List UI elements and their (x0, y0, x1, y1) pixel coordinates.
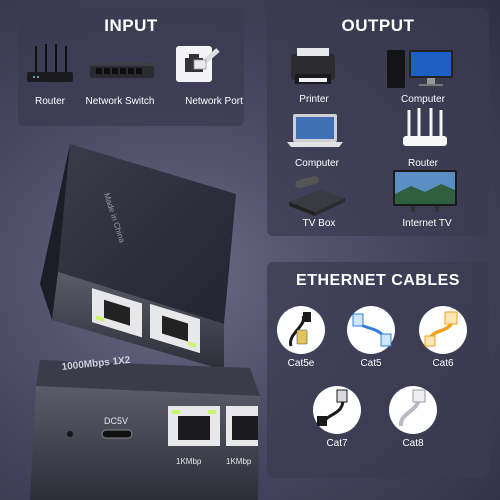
input-label-port: Network Port (185, 96, 243, 107)
printer-icon (291, 48, 335, 84)
cable-cat7-circle (313, 386, 361, 434)
laptop-icon (287, 114, 343, 147)
cable-label-cat5e: Cat5e (287, 358, 315, 369)
screw-left (67, 431, 73, 437)
cable-label-cat6: Cat6 (432, 358, 454, 369)
port-label-2: 1KMbp (226, 457, 252, 466)
power-label: DC5V (104, 416, 128, 426)
cable-cat5e-circle (277, 306, 325, 354)
cable-cat5-icon (352, 313, 392, 347)
cable-cat7-icon (317, 389, 348, 426)
output-label-printer: Printer (299, 94, 329, 105)
output-label-router: Router (407, 158, 439, 169)
cable-cat6-circle (419, 306, 467, 354)
upper-led (96, 315, 104, 322)
output-panel: OUTPUT Printer Computer Computer Router (267, 8, 489, 236)
ethernet-cables-panel: ETHERNET CABLES Cat5e Cat5 Cat6 Ca (267, 262, 489, 478)
output-label-tvbox: TV Box (302, 218, 336, 229)
tv-box-icon (289, 175, 345, 216)
router-icon (27, 44, 73, 82)
upper-splitter-box: Made in China (40, 144, 236, 370)
input-label-switch: Network Switch (85, 96, 155, 107)
cable-cat5e-icon (289, 312, 311, 347)
internet-tv-icon (393, 170, 457, 212)
port-label-1: 1KMbp (176, 457, 202, 466)
cable-cat5-circle (347, 306, 395, 354)
cable-label-cat8: Cat8 (402, 438, 424, 449)
usb-c-port (101, 429, 133, 439)
input-title: INPUT (104, 16, 158, 35)
lower-splitter-box: 1000Mbps 1X2 DC5V 1KMbp 1KMbp (30, 355, 260, 500)
cable-cat6-icon (424, 311, 458, 347)
network-port-icon (176, 46, 220, 82)
cables-title: ETHERNET CABLES (296, 272, 460, 289)
desktop-computer-icon (387, 50, 453, 88)
cable-cat8-circle (389, 386, 437, 434)
lower-led-1 (172, 410, 180, 414)
ethernet-splitter-illustration: Made in China 1000Mbps 1X2 DC5V 1KMbp 1K… (30, 144, 260, 500)
cable-cat8-icon (398, 389, 426, 427)
input-panel: INPUT Router Network Switch Network Port (18, 8, 244, 126)
network-switch-icon (90, 62, 154, 78)
wifi-router-icon (403, 108, 447, 146)
output-label-laptop: Computer (295, 158, 339, 169)
input-label-router: Router (34, 96, 66, 107)
cable-label-cat7: Cat7 (326, 438, 348, 449)
cable-label-cat5: Cat5 (360, 358, 382, 369)
output-label-internettv: Internet TV (402, 218, 452, 229)
output-title: OUTPUT (341, 16, 415, 35)
output-label-desktop: Computer (401, 94, 445, 105)
